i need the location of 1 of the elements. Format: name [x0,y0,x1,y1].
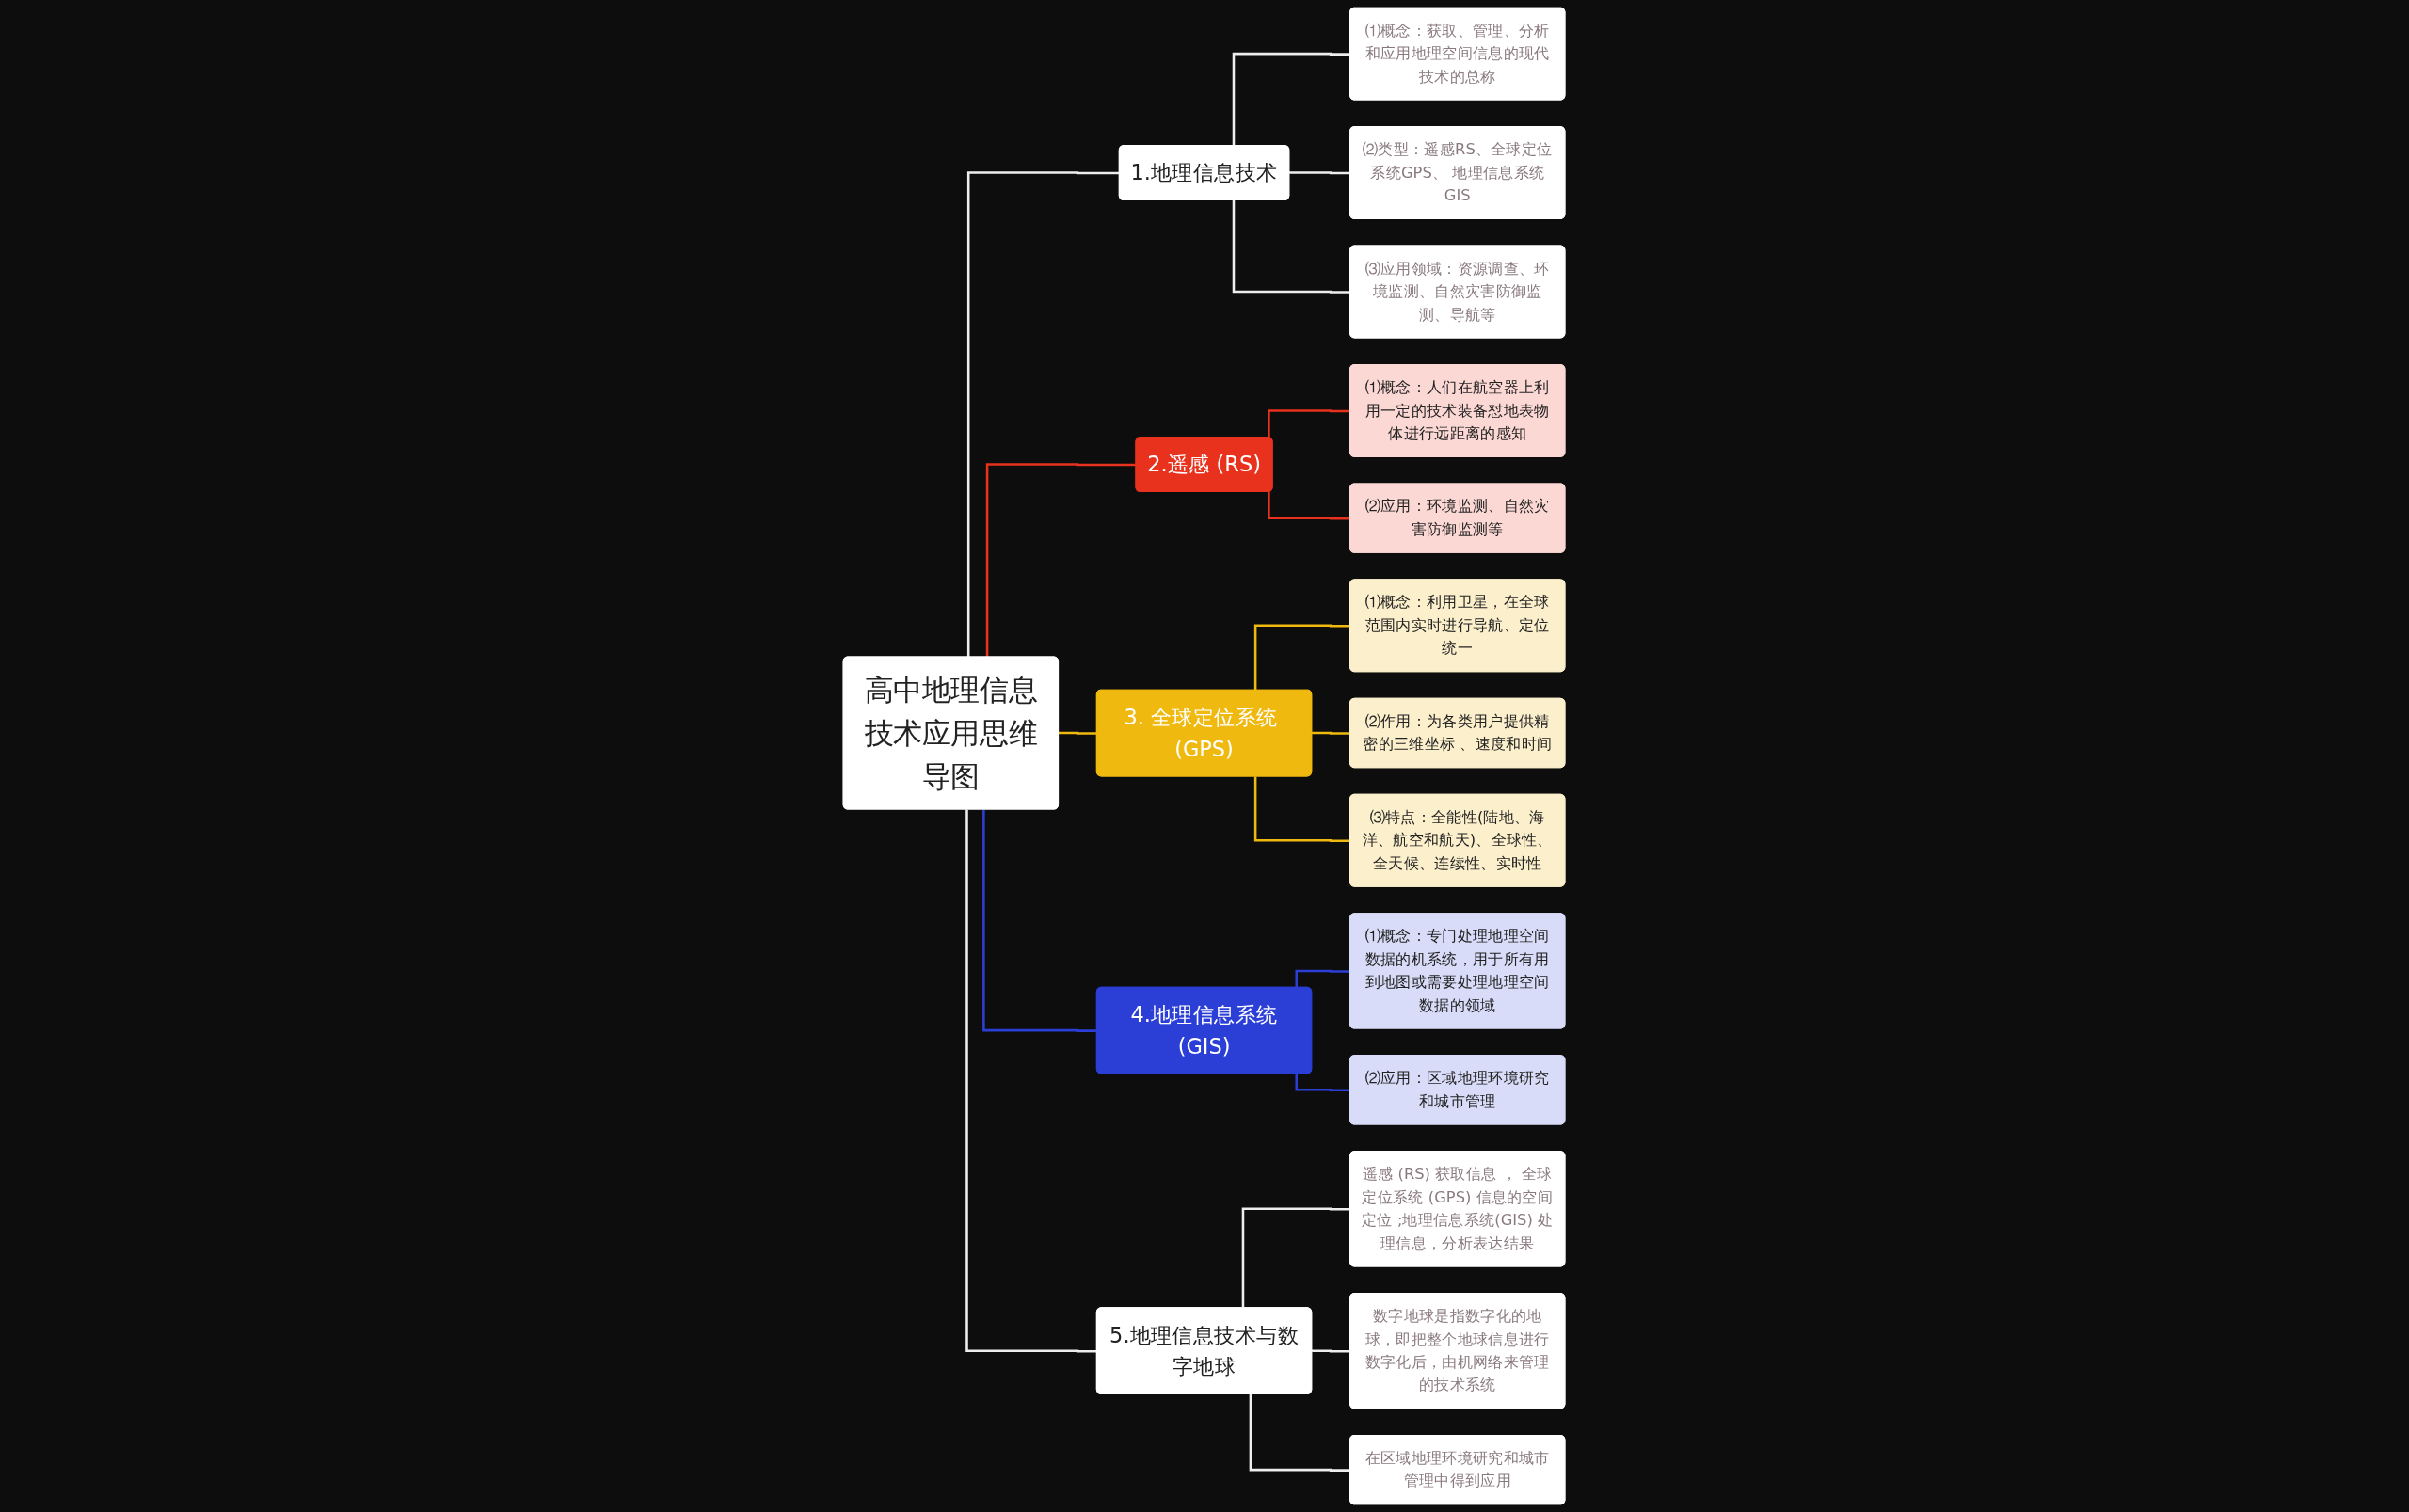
connector [986,463,1137,658]
